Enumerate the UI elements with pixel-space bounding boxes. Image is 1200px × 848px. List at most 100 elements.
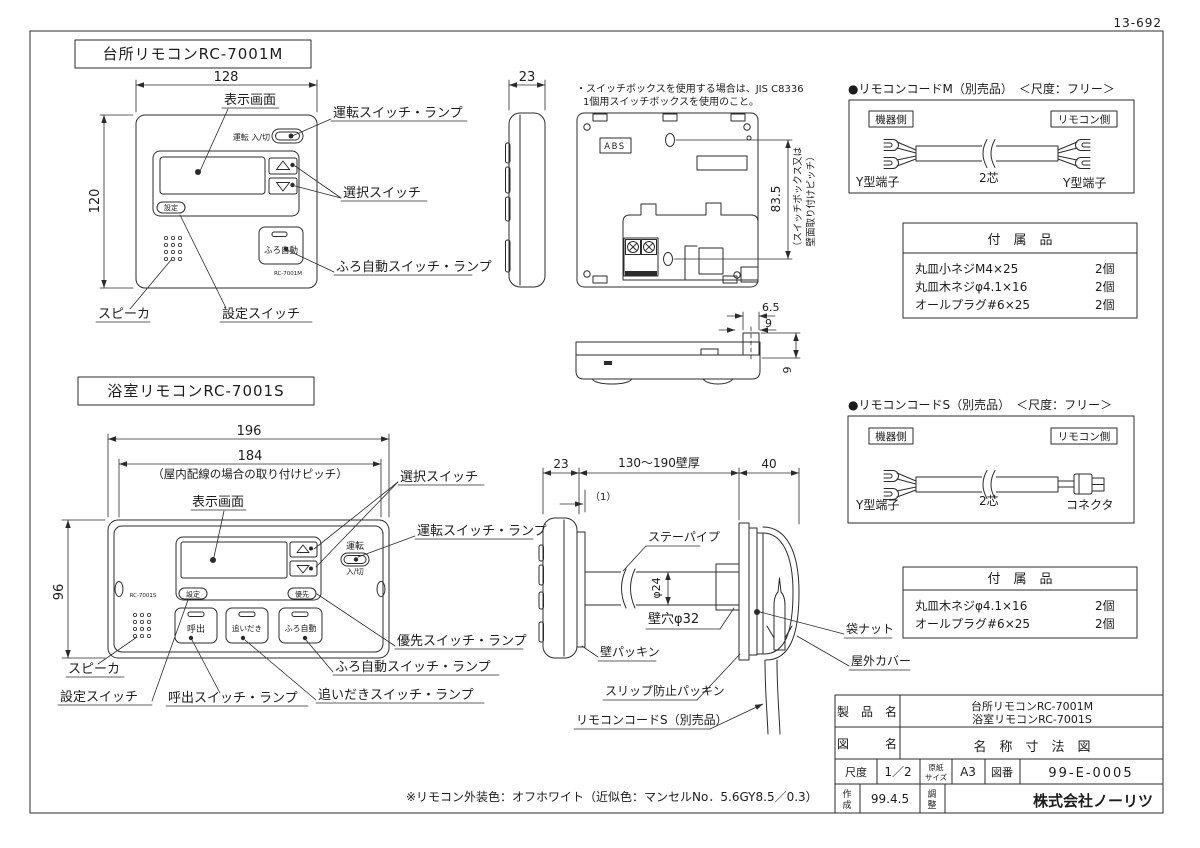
dim-sec-23: 23 [553, 457, 568, 471]
bath-down-button [289, 560, 318, 577]
mount-hole-top [665, 133, 675, 147]
bath-priority-button: 優先 [287, 587, 317, 600]
product-line-1: 台所リモコンRC-7001M [971, 699, 1093, 713]
bath-set-button: 設定 [178, 587, 208, 600]
kitchen-callout-power: 運転スイッチ・ランプ [291, 106, 468, 137]
kitchen-model-text: RC-7001M [274, 271, 302, 277]
bath-call-button-label: 呼出 [187, 623, 205, 635]
accessory-qty: 2個 [1095, 298, 1115, 312]
adjust-label-1: 調 [927, 788, 936, 800]
section-callout-outdoor-cover: 屋外カバー [796, 635, 911, 671]
back-pitch-note-2: 壁面取り付けピッチ） [805, 151, 817, 246]
bath-speaker-holes [132, 613, 152, 638]
dim-9v: 9 [781, 367, 794, 374]
kitchen-title: 台所リモコンRC-7001M [103, 45, 284, 63]
bath-callout-furo: ふろ自動スイッチ・ランプ [305, 639, 500, 676]
dim-40: 40 [761, 457, 776, 471]
kitchen-furo-auto-button: ふろ自動 [258, 226, 304, 265]
label-reheat: 追いだきスイッチ・ランプ [318, 687, 474, 703]
accessory-qty: 2個 [1095, 262, 1115, 276]
label-display: 表示画面 [192, 495, 244, 510]
bottom-stub [742, 326, 760, 363]
bath-display-screen [180, 541, 288, 579]
pipe-fitting [715, 563, 740, 611]
cord-m-core: 2芯 [979, 171, 999, 185]
furo-lamp-window [271, 231, 288, 237]
material-mark: ABS [599, 137, 632, 154]
stay-pipe-drawing: φ24 [584, 563, 740, 611]
bath-front-view: 設定 優先 運転 入/切 RC-7001S 呼出 追いだき [107, 519, 390, 659]
label-wall-hole: 壁穴φ32 [648, 612, 699, 627]
dim-128: 128 [214, 70, 239, 85]
pitch-note: （屋内配線の場合の取り付けピッチ） [152, 467, 348, 481]
accessory-row: 丸皿木ネジφ4.1×16 [915, 599, 1027, 613]
kitchen-power-button: 運転 入/切 [233, 128, 304, 144]
back-plate [576, 531, 586, 648]
cord-m-remote-side: リモコン側 [1058, 113, 1111, 126]
kitchen-side-view: 23 [505, 70, 546, 288]
scale-value: 1／2 [884, 765, 911, 779]
page-frame: 13-692 [29, 16, 1164, 814]
kitchen-power-caption: 運転 入/切 [233, 133, 270, 142]
label-wall-packing: 壁パッキン [600, 644, 660, 659]
kitchen-up-button [268, 157, 298, 175]
accessories-m-title: 付 属 品 [987, 233, 1052, 248]
cord-line [776, 659, 781, 735]
kitchen-section: 台所リモコンRC-7001M 設定 運転 入/切 [74, 39, 817, 385]
kitchen-callout-speaker: スピーカ [95, 259, 172, 323]
cord-m-cable [883, 139, 1091, 169]
section-callout-slip-packing: スリップ防止パッキン [602, 653, 741, 701]
label-furo: ふろ自動スイッチ・ランプ [336, 260, 492, 275]
kitchen-title-box: 台所リモコンRC-7001M [74, 39, 312, 69]
dim-23: 23 [519, 70, 536, 85]
dim-120: 120 [88, 189, 103, 214]
back-molding [622, 202, 759, 281]
accessory-qty: 2個 [1095, 617, 1115, 631]
kitchen-body [135, 114, 318, 289]
cord-s-panel: ●リモコンコードS（別売品） ＜尺度：フリー＞ 機器側 リモコン側 Y型端子 2… [847, 397, 1135, 524]
kitchen-callout-set: 設定スイッチ [179, 214, 313, 323]
accessory-row: 丸皿木ネジφ4.1×16 [915, 280, 1027, 294]
cord-s-core: 2芯 [979, 494, 999, 508]
label-select: 選択スイッチ [400, 470, 478, 485]
wall-plates [738, 522, 764, 661]
accessory-row: オールプラグ#6×25 [915, 617, 1030, 631]
section-callout-bag-nut: 袋ナット [759, 611, 894, 639]
bath-callout-power: 運転スイッチ・ランプ [357, 524, 547, 558]
cord-s-device-side: 機器側 [875, 430, 907, 443]
kitchen-dim-bottom-65: 6.5 [726, 301, 780, 331]
cord-m-panel: ●リモコンコードM（別売品） ＜尺度：フリー＞ 機器側 リモコン側 Y型端子 2… [848, 81, 1135, 194]
bath-callout-call: 呼出スイッチ・ランプ [165, 639, 309, 707]
kitchen-front-view: 設定 運転 入/切 ふろ自動 RC-7001M [135, 114, 318, 289]
outdoor-cover-drawing [754, 526, 800, 735]
scale-label: 尺度 [845, 765, 867, 779]
material-abs: ABS [604, 142, 625, 152]
cord-s-connector: コネクタ [1066, 498, 1114, 512]
label-call: 呼出スイッチ・ランプ [168, 691, 298, 706]
accessory-row: オールプラグ#6×25 [915, 298, 1030, 312]
switch-box-note-2: 1個用スイッチボックスを使用のこと。 [583, 95, 759, 108]
accessories-m-table: 付 属 品 丸皿小ネジM4×25 2個 丸皿木ネジφ4.1×16 2個 オールプ… [902, 222, 1138, 319]
kitchen-callout-select: 選択スイッチ [294, 165, 428, 202]
bath-title-box: 浴室リモコンRC-7001S [77, 376, 315, 406]
cord-s-remote-side: リモコン側 [1058, 430, 1111, 443]
switch-box-note-1: ・スイッチボックスを使用する場合は、JIS C8336 [576, 82, 804, 95]
label-cord-s: リモコンコードS（別売品） [576, 712, 728, 727]
mount-hole-bottom [663, 252, 673, 266]
paper-size-label-2: サイズ [925, 772, 948, 782]
kitchen-set-button-label: 設定 [164, 203, 178, 212]
kitchen-dim-depth: 23 [508, 70, 546, 111]
label-outdoor-cover: 屋外カバー [851, 654, 911, 668]
kitchen-furo-button-label: ふろ自動 [264, 245, 298, 256]
bath-reheat-button-label: 追いだき [232, 623, 262, 633]
bath-callout-speaker: スピーカ [65, 636, 138, 678]
kitchen-dim-width: 128 [135, 70, 318, 113]
cord-m-terminal-right: Y型端子 [1062, 176, 1106, 190]
figure-number-label: 図番 [991, 766, 1013, 779]
bath-body [107, 519, 390, 659]
bag-nut-dot [754, 609, 760, 615]
accessory-qty: 2個 [1095, 280, 1115, 294]
dim-1: （1） [590, 491, 616, 503]
